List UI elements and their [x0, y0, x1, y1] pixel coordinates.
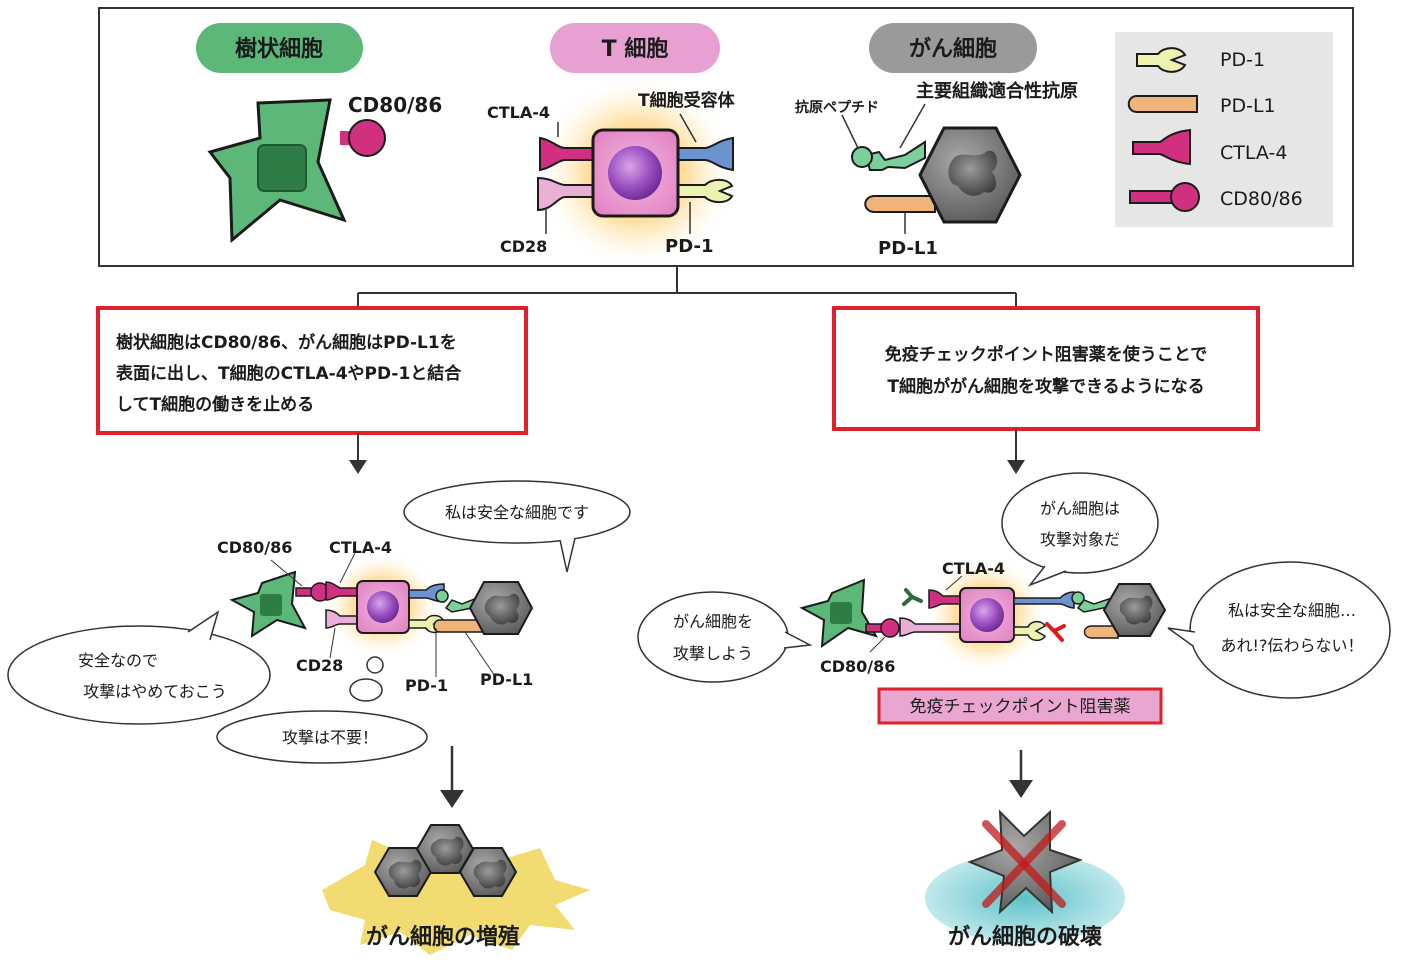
- drug-label: 免疫チェックポイント阻害薬: [910, 697, 1131, 717]
- pdl1-ligand: [864, 195, 936, 213]
- bubble-stop-line1: 安全なので: [78, 651, 158, 670]
- antigen-peptide: [851, 146, 873, 168]
- ctla4-receptor: [539, 136, 594, 172]
- top-mhc-label: 主要組織適合性抗原: [916, 80, 1078, 102]
- bubble-safe-cell: 私は安全な細胞です: [403, 480, 631, 573]
- left-box-line1: 樹状細胞はCD80/86、がん細胞はPD-L1を: [116, 332, 457, 353]
- bubble-target-line2: 攻撃対象だ: [1040, 530, 1120, 549]
- bubble-no-attack-text: 攻撃は不要！: [282, 728, 378, 747]
- arrow-down: [349, 433, 367, 474]
- left-cd28-label: CD28: [296, 656, 343, 675]
- tcell-nucleus: [608, 146, 662, 200]
- drug-label-box: 免疫チェックポイント阻害薬: [877, 687, 1163, 725]
- right-cd80: [880, 618, 900, 638]
- tcell-title: T 細胞: [602, 36, 669, 62]
- pd1-receptor: [677, 178, 734, 204]
- left-ctla4: [325, 581, 358, 601]
- right-ctla4-label: CTLA-4: [942, 559, 1005, 578]
- bubble-stop-attack: 安全なので 攻撃はやめておこう: [7, 610, 271, 725]
- right-box-line2: T細胞ががん細胞を攻撃できるようになる: [887, 376, 1204, 397]
- legend-label: CTLA-4: [1220, 142, 1287, 164]
- arrow-down: [1007, 429, 1025, 474]
- cd80-ligand-icon: [1129, 182, 1200, 212]
- right-ctla4: [928, 589, 961, 609]
- dendritic-nucleus: [257, 144, 307, 192]
- right-cd28: [899, 617, 961, 637]
- cross-mark-icon: [982, 820, 1066, 908]
- arrow-down: [1009, 750, 1033, 798]
- tcell-top: [537, 80, 734, 264]
- bubble-attack-line1: がん細胞を: [673, 612, 753, 631]
- bubble-target-line1: がん細胞は: [1040, 499, 1120, 518]
- bubble-signal-failed: 私は安全な細胞… あれ!?伝わらない！: [1167, 561, 1391, 699]
- left-cd80-label: CD80/86: [217, 538, 292, 557]
- left-interaction: [229, 555, 534, 655]
- mhc-molecule: [864, 140, 926, 171]
- legend-label: CD80/86: [1220, 188, 1303, 210]
- left-ctla4-label: CTLA-4: [329, 538, 392, 557]
- bubble-attack-line2: 攻撃しよう: [673, 644, 753, 663]
- cancer-destruction: [925, 809, 1125, 943]
- cancer-cell-top: [851, 126, 1022, 224]
- right-result-label: がん細胞の破壊: [948, 924, 1103, 950]
- left-cd28: [325, 609, 358, 629]
- bubble-safe-cell-text: 私は安全な細胞です: [445, 503, 589, 522]
- cancer-proliferation: [322, 824, 590, 955]
- anti-ctla4-antibody: [902, 588, 923, 606]
- cd80-ligand: [348, 119, 386, 157]
- right-interaction: [799, 560, 1167, 670]
- left-pd1-label: PD-1: [405, 676, 448, 695]
- top-pd1-label: PD-1: [665, 236, 713, 257]
- pdl1-ligand-icon: [1127, 95, 1198, 113]
- top-cd80-label: CD80/86: [348, 93, 442, 117]
- cancer-nucleus: [948, 150, 998, 196]
- top-pdl1-label: PD-L1: [878, 238, 938, 259]
- left-box-line3: してT細胞の働きを止める: [116, 394, 314, 415]
- top-cd28-label: CD28: [500, 237, 547, 256]
- tcr-receptor: [677, 136, 734, 172]
- proliferating-cancer-cell: [415, 824, 475, 874]
- left-pdl1-label: PD-L1: [480, 670, 533, 689]
- right-box-line1: 免疫チェックポイント阻害薬を使うことで: [885, 344, 1208, 365]
- legend: PD-1 PD-L1 CTLA-4 CD80/86: [1115, 32, 1333, 227]
- top-antigen-label: 抗原ペプチド: [795, 99, 879, 116]
- left-result-label: がん細胞の増殖: [366, 924, 520, 950]
- proliferating-cancer-cell: [458, 847, 518, 897]
- left-explanation-box: 樹状細胞はCD80/86、がん細胞はPD-L1を 表面に出し、T細胞のCTLA-…: [96, 306, 528, 435]
- tcell-title-pill: T 細胞: [550, 23, 720, 73]
- dendritic-title: 樹状細胞: [235, 36, 323, 62]
- legend-label: PD-L1: [1220, 95, 1276, 117]
- bubble-no-attack: 攻撃は不要！: [216, 656, 428, 764]
- bubble-fail-line2: あれ!?伝わらない！: [1221, 636, 1364, 655]
- flow-connectors: [357, 266, 1017, 308]
- top-ctla4-label: CTLA-4: [487, 103, 550, 122]
- bubble-stop-line2: 攻撃はやめておこう: [83, 682, 227, 701]
- arrow-down: [440, 746, 464, 808]
- pd1-receptor-icon: [1136, 47, 1187, 73]
- top-tcr-label: T細胞受容体: [638, 90, 736, 111]
- dendritic-cell: [207, 98, 386, 244]
- bubble-fail-line1: 私は安全な細胞…: [1228, 601, 1356, 620]
- ctla4-receptor-icon: [1132, 128, 1191, 166]
- dendritic-title-pill: 樹状細胞: [196, 23, 363, 73]
- proliferating-cancer-cell: [373, 847, 433, 897]
- cancer-title: がん細胞: [909, 36, 997, 62]
- right-cd80-label: CD80/86: [820, 657, 895, 676]
- bubble-attack-target: がん細胞は 攻撃対象だ: [1001, 472, 1159, 587]
- anti-pd1-antibody: [1045, 622, 1066, 642]
- legend-label: PD-1: [1220, 49, 1265, 71]
- left-box-line2: 表面に出し、T細胞のCTLA-4やPD-1と結合: [116, 363, 462, 384]
- cancer-title-pill: がん細胞: [869, 23, 1037, 73]
- bubble-let-attack: がん細胞を 攻撃しよう: [637, 591, 813, 683]
- right-explanation-box: 免疫チェックポイント阻害薬を使うことで T細胞ががん細胞を攻撃できるようになる: [832, 306, 1260, 431]
- cd28-receptor: [537, 176, 594, 212]
